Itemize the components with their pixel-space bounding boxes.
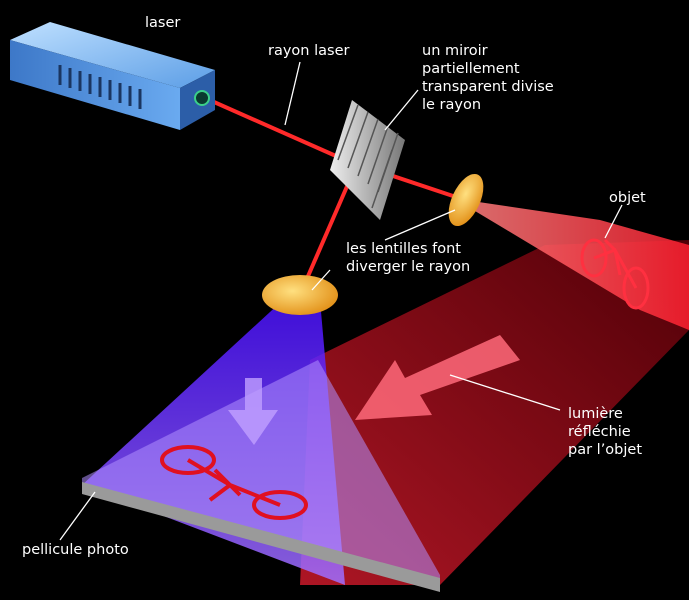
label-laser: laser bbox=[145, 15, 181, 31]
split-beam bbox=[300, 167, 357, 291]
lens-object-icon bbox=[448, 173, 484, 227]
film-edge bbox=[82, 482, 440, 592]
photo-film bbox=[82, 360, 440, 585]
label-reflected-light: lumière réfléchie par l’objet bbox=[568, 405, 642, 459]
reflected-light-arrow bbox=[355, 335, 520, 420]
label-mirror-line: le rayon bbox=[422, 97, 482, 113]
bicycle-on-film-icon bbox=[160, 445, 308, 520]
label-laser-beam: rayon laser bbox=[268, 43, 350, 59]
reflected-light-beam bbox=[300, 240, 689, 585]
reference-light-arrow bbox=[228, 378, 278, 445]
label-mirror: un miroir partiellement transparent divi… bbox=[422, 42, 554, 114]
label-mirror-line: un miroir bbox=[422, 43, 488, 59]
label-mirror-line: transparent divise bbox=[422, 79, 554, 95]
label-lenses-line: les lentilles font bbox=[346, 241, 461, 257]
laser-beam bbox=[204, 96, 346, 162]
leader-lines bbox=[59, 61, 623, 541]
label-lenses: les lentilles font diverger le rayon bbox=[346, 240, 470, 276]
semi-transparent-mirror bbox=[330, 100, 405, 220]
object-illumination-cone bbox=[465, 200, 689, 330]
label-reflected-line: lumière bbox=[568, 406, 623, 422]
label-film: pellicule photo bbox=[22, 542, 129, 558]
label-reflected-line: réfléchie bbox=[568, 424, 631, 440]
label-object: objet bbox=[609, 190, 646, 206]
label-lenses-line: diverger le rayon bbox=[346, 259, 471, 275]
laser-device bbox=[10, 22, 215, 130]
bicycle-object-icon bbox=[580, 238, 650, 310]
label-reflected-line: par l’objet bbox=[568, 442, 643, 458]
lens-reference-icon bbox=[262, 275, 338, 315]
label-mirror-line: partiellement bbox=[422, 61, 520, 77]
